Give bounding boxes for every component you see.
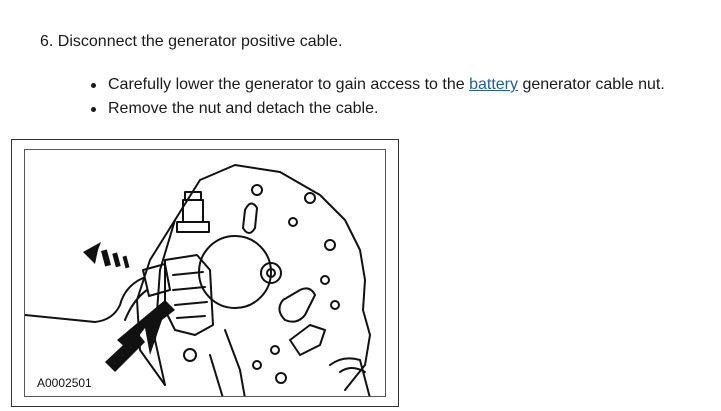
generator-housing-outline bbox=[154, 164, 371, 391]
generator-left-bracket bbox=[136, 219, 176, 386]
battery-link[interactable]: battery bbox=[469, 76, 519, 93]
pulley bbox=[329, 357, 371, 396]
step-instruction: 6. Disconnect the generator positive cab… bbox=[40, 33, 343, 50]
generator-line-drawing bbox=[25, 164, 371, 396]
removal-arrow bbox=[83, 242, 130, 269]
positive-cable bbox=[25, 277, 144, 323]
nut-location-arrow bbox=[105, 300, 175, 372]
substep-text-before: Carefully lower the generator to gain ac… bbox=[108, 76, 470, 93]
generator-illustration: A0002501 bbox=[24, 149, 386, 397]
cable-connector bbox=[142, 263, 171, 297]
regulator-block bbox=[164, 254, 214, 336]
generator-illustration-frame: A0002501 bbox=[11, 139, 399, 407]
step-substeps: Carefully lower the generator to gain ac… bbox=[88, 73, 665, 121]
substep-remove-nut: Remove the nut and detach the cable. bbox=[88, 97, 665, 121]
figure-code: A0002501 bbox=[37, 376, 92, 390]
substep-lower-generator: Carefully lower the generator to gain ac… bbox=[88, 73, 665, 97]
substep-text-after: generator cable nut. bbox=[518, 76, 665, 93]
